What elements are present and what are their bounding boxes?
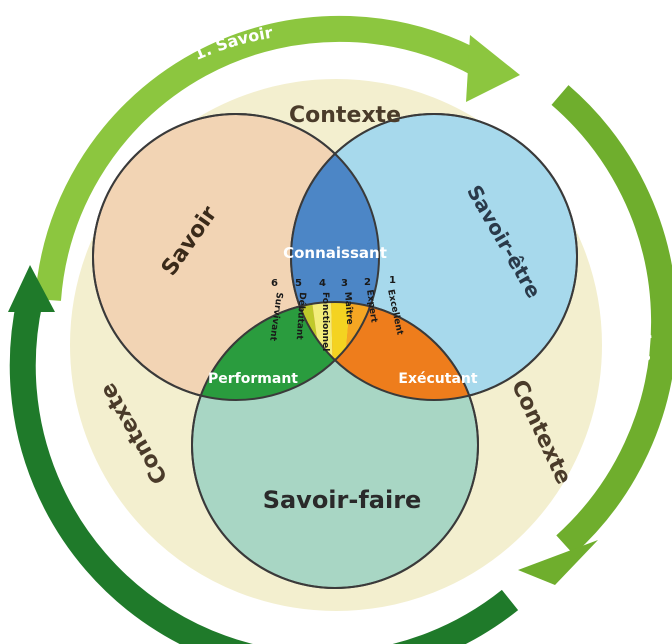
level-5-number: 5 [295,278,302,289]
cycle-label-bien: 2. Bien [632,299,656,363]
level-5: Débutant [294,292,308,341]
level-4-number: 4 [319,278,326,289]
zone-label-performant: Performant [208,371,298,387]
level-6-number: 6 [271,278,278,289]
zone-label-executant: Exécutant [398,371,477,387]
level-4: Fonctionnel [320,292,330,351]
level-2-number: 2 [364,277,371,288]
level-2: Expert [364,289,379,324]
context-label-top: Contexte [289,103,401,128]
cycle-arrow-bien [518,85,672,585]
zone-performant [192,302,379,400]
circle-label-savoir-faire: Savoir-faire [263,486,422,514]
zone-executant [291,302,478,400]
cycle-arrow-faire [8,265,519,644]
zone-label-connaissant: Connaissant [283,244,387,262]
level-3-number: 3 [341,278,348,289]
level-3: Maître [342,292,354,326]
level-1-number: 1 [389,275,396,286]
cycle-arrow-savoir [35,15,520,301]
level-numbers: 1 2 3 4 5 6 [271,275,396,289]
